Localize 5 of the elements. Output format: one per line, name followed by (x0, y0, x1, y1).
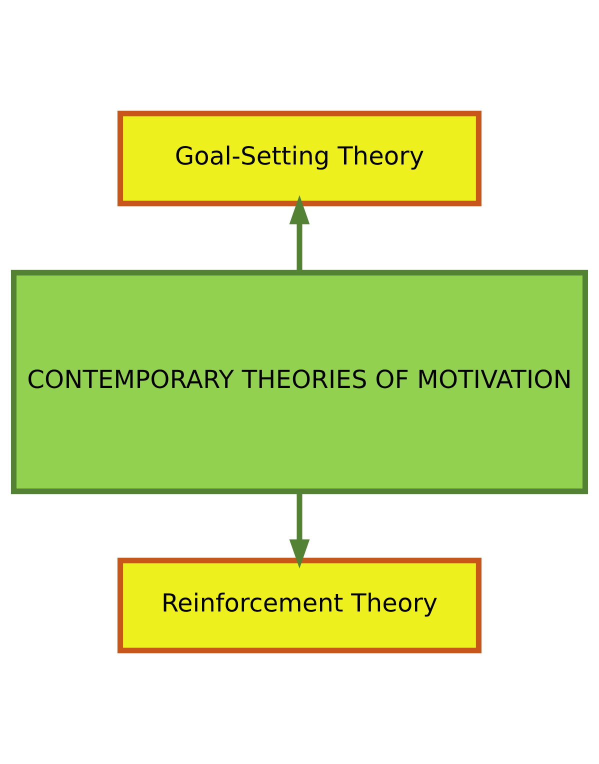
node-box: CONTEMPORARY THEORIES OF MOTIVATION (10, 270, 588, 494)
node-box: Reinforcement Theory (118, 558, 482, 654)
arrow (289, 195, 310, 273)
node-box: Goal-Setting Theory (118, 110, 482, 206)
arrow (289, 492, 310, 568)
